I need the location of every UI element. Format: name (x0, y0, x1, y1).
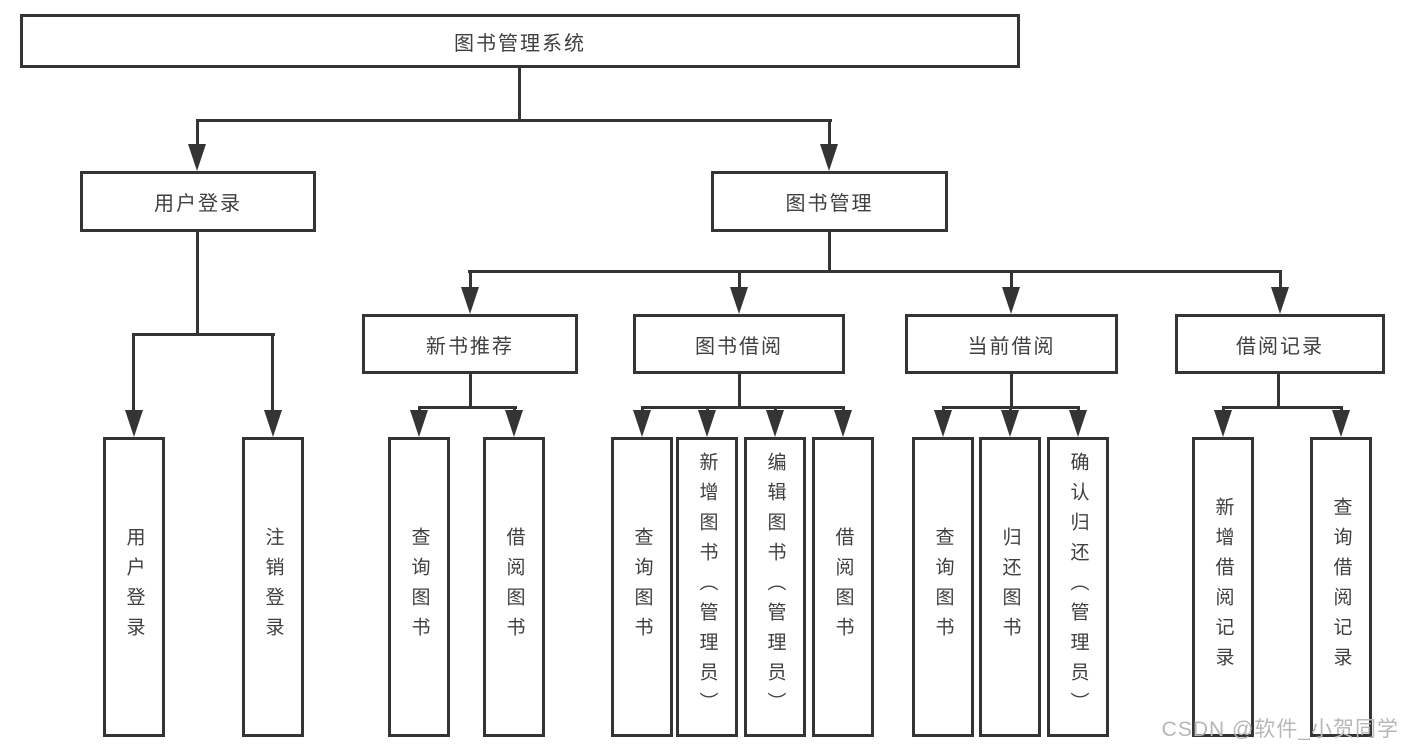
node-book-borrowing: 图书借阅 (633, 314, 845, 374)
connector-line (1279, 272, 1282, 290)
arrow-down-icon (766, 410, 784, 437)
connector-line (641, 406, 845, 409)
arrow-down-icon (820, 144, 838, 171)
arrow-down-icon (410, 410, 428, 437)
node-library-management-system: 图书管理系统 (20, 14, 1020, 68)
leaf-label: 确认归还（管理员） (1067, 452, 1089, 722)
node-label: 用户登录 (154, 193, 242, 215)
leaf-label: 查询借阅记录 (1330, 497, 1352, 677)
leaf-label: 归还图书 (999, 527, 1021, 647)
leaf-borrow-books-borrowing: 借阅图书 (812, 437, 874, 737)
connector-line (828, 121, 831, 149)
connector-line (468, 270, 1282, 273)
leaf-label: 注销登录 (262, 527, 284, 647)
node-label: 图书借阅 (695, 335, 783, 358)
connector-line (1222, 406, 1343, 409)
connector-line (418, 406, 517, 409)
connector-line (1010, 374, 1013, 408)
arrow-down-icon (698, 410, 716, 437)
arrow-down-icon (730, 287, 748, 314)
arrow-down-icon (834, 410, 852, 437)
connector-line (738, 374, 741, 408)
connector-line (196, 119, 832, 122)
connector-line (828, 232, 831, 273)
arrow-down-icon (1002, 287, 1020, 314)
connector-line (196, 121, 199, 149)
connector-line (196, 232, 199, 336)
arrow-down-icon (1001, 410, 1019, 437)
leaf-label: 编辑图书（管理员） (764, 452, 786, 722)
arrow-down-icon (1332, 410, 1350, 437)
node-book-management: 图书管理 (711, 171, 948, 232)
connector-line (469, 272, 472, 290)
connector-line (271, 335, 274, 412)
node-label: 图书管理 (785, 193, 874, 215)
connector-line (1010, 272, 1013, 290)
arrow-down-icon (188, 144, 206, 171)
leaf-logout: 注销登录 (242, 437, 304, 737)
leaf-query-books-borrowing: 查询图书 (611, 437, 673, 737)
connector-line (1277, 374, 1280, 408)
arrow-down-icon (934, 410, 952, 437)
node-label: 新书推荐 (426, 335, 514, 358)
leaf-return-books: 归还图书 (979, 437, 1041, 737)
leaf-query-books-recommend: 查询图书 (388, 437, 450, 737)
arrow-down-icon (633, 410, 651, 437)
leaf-borrow-books-recommend: 借阅图书 (483, 437, 545, 737)
leaf-label: 查询图书 (932, 527, 954, 647)
arrow-down-icon (1271, 287, 1289, 314)
arrow-down-icon (125, 410, 143, 437)
connector-line (469, 374, 472, 408)
arrow-down-icon (264, 410, 282, 437)
leaf-label: 查询图书 (631, 527, 653, 647)
leaf-confirm-return-admin: 确认归还（管理员） (1047, 437, 1109, 737)
node-label: 图书管理系统 (454, 32, 586, 55)
leaf-label: 借阅图书 (503, 527, 525, 647)
arrow-down-icon (1214, 410, 1232, 437)
leaf-label: 借阅图书 (832, 527, 854, 647)
leaf-label: 新增借阅记录 (1212, 497, 1234, 677)
arrow-down-icon (461, 287, 479, 314)
csdn-watermark: CSDN @软件_小贺同学 (1161, 718, 1399, 741)
arrow-down-icon (1069, 410, 1087, 437)
node-label: 借阅记录 (1236, 335, 1324, 358)
leaf-query-borrow-record: 查询借阅记录 (1310, 437, 1372, 737)
leaf-add-borrow-record: 新增借阅记录 (1192, 437, 1254, 737)
node-borrowing-records: 借阅记录 (1175, 314, 1385, 374)
node-current-borrowing: 当前借阅 (905, 314, 1118, 374)
arrow-down-icon (505, 410, 523, 437)
leaf-label: 查询图书 (408, 527, 430, 647)
leaf-edit-books-admin: 编辑图书（管理员） (744, 437, 806, 737)
leaf-label: 新增图书（管理员） (696, 452, 718, 722)
connector-line (518, 67, 521, 122)
leaf-label: 用户登录 (123, 527, 145, 647)
leaf-query-books-current: 查询图书 (912, 437, 974, 737)
connector-line (942, 406, 1080, 409)
node-label: 当前借阅 (967, 335, 1056, 358)
leaf-user-login: 用户登录 (103, 437, 165, 737)
node-new-book-recommendation: 新书推荐 (362, 314, 578, 374)
connector-line (738, 272, 741, 290)
connector-line (132, 335, 135, 412)
node-user-login: 用户登录 (80, 171, 316, 232)
connector-line (132, 333, 275, 336)
leaf-add-books-admin: 新增图书（管理员） (676, 437, 738, 737)
